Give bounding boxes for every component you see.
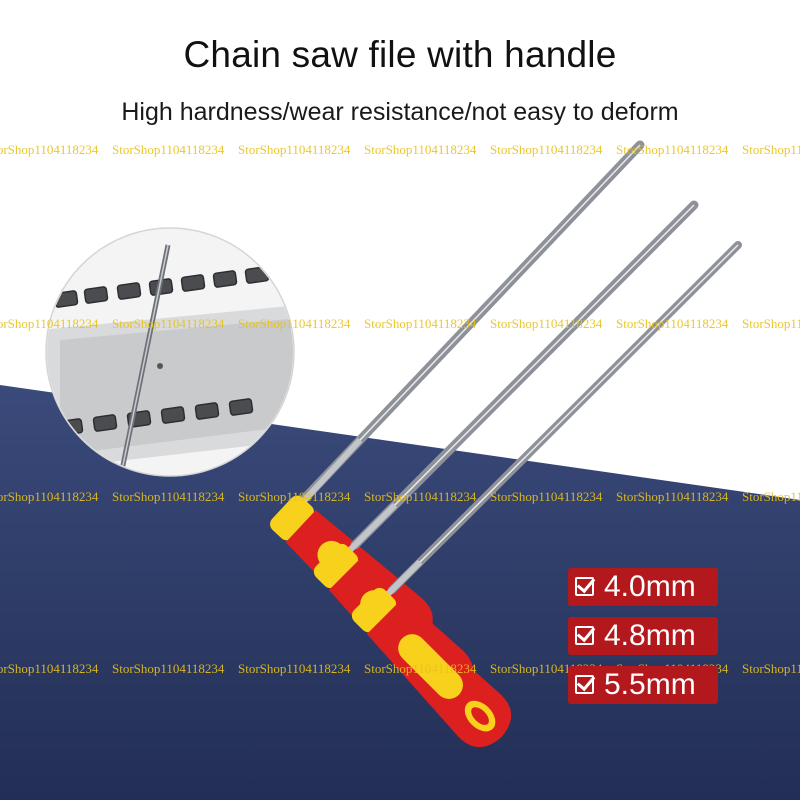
watermark-text: StorShop1104118234: [238, 316, 351, 331]
watermark-text: StorShop1104118234: [364, 661, 477, 676]
size-label: 4.8mm: [604, 619, 696, 652]
checkbox-checked-icon: [575, 675, 594, 694]
watermark-text: StorShop1104118234: [0, 316, 99, 331]
watermark-text: StorShop1104118234: [364, 316, 477, 331]
size-options-list: 4.0mm 4.8mm 5.5mm: [568, 568, 718, 715]
watermark-row: StorShop1104118234 StorShop1104118234 Stor…: [0, 142, 800, 158]
watermark-row: StorShop1104118234 StorShop1104118234 Stor…: [0, 489, 800, 505]
watermark-text: StorShop1104118234: [490, 316, 603, 331]
watermark-text: StorShop1104118234: [742, 142, 800, 157]
watermark-text: StorShop1104118234: [238, 661, 351, 676]
watermark-text: StorShop1104118234: [616, 142, 729, 157]
watermark-text: StorShop1104118234: [616, 316, 729, 331]
watermark-text: StorShop1104118234: [112, 661, 225, 676]
watermark-text: StorShop1104118234: [112, 142, 225, 157]
watermark-text: StorShop1104118234: [490, 489, 603, 504]
page-title: Chain saw file with handle: [183, 34, 617, 75]
watermark-text: StorShop1104118234: [364, 489, 477, 504]
watermark-text: StorShop1104118234: [112, 316, 225, 331]
watermark-text: StorShop1104118234: [742, 661, 800, 676]
watermark-text: StorShop1104118234: [742, 489, 800, 504]
watermark-text: StorShop1104118234: [0, 489, 99, 504]
file-5-5mm: [351, 241, 742, 748]
page-subtitle: High hardness/wear resistance/not easy t…: [121, 98, 679, 126]
checkbox-checked-icon: [575, 577, 594, 596]
watermark-text: StorShop1104118234: [112, 489, 225, 504]
watermark-text: StorShop1104118234: [364, 142, 477, 157]
size-label: 4.0mm: [604, 570, 696, 603]
watermark-text: StorShop1104118234: [490, 142, 603, 157]
watermark-text: StorShop1104118234: [0, 661, 99, 676]
watermark-text: StorShop1104118234: [238, 142, 351, 157]
size-tag: 5.5mm: [568, 666, 718, 704]
watermark-text: StorShop1104118234: [742, 316, 800, 331]
watermark-row: StorShop1104118234 StorShop1104118234 Stor…: [0, 316, 800, 332]
watermark-row: StorShop1104118234 StorShop1104118234 Stor…: [0, 661, 800, 677]
size-tag: 4.8mm: [568, 617, 718, 655]
size-label: 5.5mm: [604, 668, 696, 701]
watermark-text: StorShop1104118234: [0, 142, 99, 157]
watermark-text: StorShop1104118234: [238, 489, 351, 504]
chainsaw-detail-inset: [45, 227, 295, 477]
watermark-text: StorShop1104118234: [616, 489, 729, 504]
checkbox-checked-icon: [575, 626, 594, 645]
size-tag: 4.0mm: [568, 568, 718, 606]
